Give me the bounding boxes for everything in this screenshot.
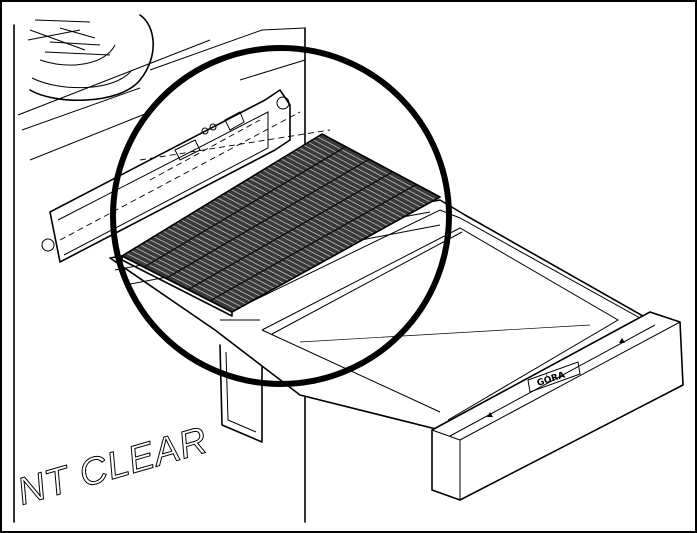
filter-pleat — [294, 150, 412, 214]
filter-pleat — [308, 141, 427, 206]
filter-pleat — [139, 244, 252, 302]
filter-pleat — [176, 222, 289, 281]
filter-pleat — [217, 197, 332, 258]
filter-pleat — [126, 252, 237, 310]
model-label: NT CLEAR — [13, 419, 213, 513]
filter-pleat — [153, 236, 266, 295]
filter-pleat — [249, 178, 365, 240]
filter-pleat — [253, 175, 370, 237]
filter-pleat — [185, 216, 299, 276]
filter-pleat — [194, 211, 308, 271]
filter-band — [187, 171, 394, 291]
filter-pleat — [303, 144, 422, 208]
filter-pleat — [239, 183, 356, 245]
drawer-front[interactable] — [431, 311, 684, 501]
filter-pleat — [162, 230, 275, 289]
filter-pleat — [180, 219, 294, 279]
filter-pleat — [258, 172, 375, 234]
filter-pleat — [189, 214, 304, 274]
filter-pleat — [130, 250, 242, 308]
filter-pleat — [285, 155, 403, 219]
up-arrow-icon — [487, 412, 493, 417]
filter-pleat — [144, 241, 256, 300]
filter-pleat — [299, 147, 417, 211]
filter-pleat — [230, 189, 346, 250]
side-handle — [219, 344, 263, 443]
filter-pleat — [171, 225, 285, 284]
filter-body — [122, 134, 440, 312]
filter-pleat — [199, 208, 313, 268]
filter-pleats — [126, 136, 436, 310]
filter-pleat — [221, 194, 337, 255]
filter-pleat — [317, 136, 436, 200]
fan-grille — [27, 14, 154, 102]
drawer-slot — [41, 89, 291, 263]
filter-pleat — [226, 191, 341, 253]
filter-pleat — [203, 205, 318, 266]
filter-pleat — [212, 200, 327, 261]
filter-pleat — [267, 166, 384, 229]
filter-pleat — [276, 161, 393, 224]
filter-band — [209, 183, 417, 302]
filter-cartridge — [121, 133, 441, 317]
filter-band — [165, 158, 370, 280]
up-arrow-icon — [619, 338, 625, 343]
filter-band — [143, 145, 346, 268]
callout-circle — [110, 45, 452, 387]
filter-pleat — [244, 180, 360, 242]
filter-pleat — [158, 233, 271, 292]
filter-pleat — [208, 202, 323, 263]
filter-pleat — [262, 169, 379, 232]
filter-pleat — [235, 186, 351, 248]
filter-pleat — [280, 158, 398, 221]
filter-pleat — [135, 247, 247, 305]
filter-pleat — [312, 139, 431, 203]
filter-pleat — [289, 153, 408, 216]
filter-pleat — [149, 239, 261, 297]
filter-pleat — [167, 227, 280, 287]
filter-pleat — [271, 164, 389, 227]
